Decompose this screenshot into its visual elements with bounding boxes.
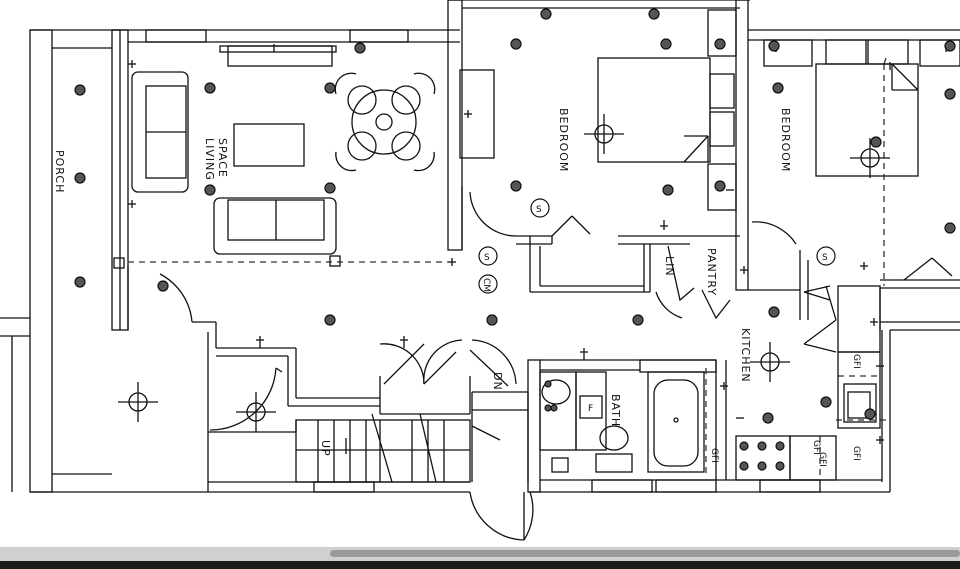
label-gfi-3: GFI: [811, 440, 821, 455]
scrollbar-thumb[interactable]: [330, 550, 960, 557]
label-living-line2: SPACE: [216, 138, 229, 178]
light-fixtures: [118, 114, 890, 432]
label-bath: BATH: [609, 394, 622, 427]
label-kitchen: KITCHEN: [739, 328, 752, 383]
label-bedroom-2: BEDROOM: [779, 108, 792, 172]
label-pantry: PANTRY: [705, 248, 718, 296]
label-gfi-1: GFI: [851, 354, 861, 369]
label-living-space: LIVINGSPACE: [203, 138, 229, 181]
exterior-walls: [0, 0, 960, 493]
room-labels: PORCH LIVINGSPACE BEDROOM BEDROOM KITCHE…: [53, 108, 861, 467]
label-gfi-5: GFI: [817, 452, 827, 467]
label-living-line1: LIVING: [203, 138, 216, 181]
label-dn: DN: [491, 372, 504, 391]
smoke-detectors: [478, 198, 836, 294]
recessed-lights: [74, 8, 956, 471]
label-gfi-2: GFI: [851, 446, 861, 461]
label-bedroom-1: BEDROOM: [557, 108, 570, 172]
living-furniture: [113, 71, 436, 269]
label-f: F: [588, 404, 593, 414]
bath-fixtures: [539, 371, 705, 473]
stair-treads: [296, 409, 528, 483]
outlets: [128, 44, 947, 444]
door-swings: [159, 191, 953, 541]
label-up: UP: [319, 440, 332, 457]
label-smoke-2: S: [484, 253, 490, 263]
kitchen-fixtures: [735, 285, 881, 481]
label-lin: LIN: [663, 256, 676, 277]
label-porch: PORCH: [53, 150, 66, 193]
label-cm: CM: [481, 278, 491, 292]
dashed-lines: [128, 57, 890, 480]
bedroom-furniture: [459, 57, 919, 177]
label-gfi-4: GFI: [709, 448, 719, 463]
label-smoke-1: S: [536, 205, 542, 215]
window-bottom-edge: [0, 561, 960, 569]
label-smoke-3: S: [822, 253, 828, 263]
